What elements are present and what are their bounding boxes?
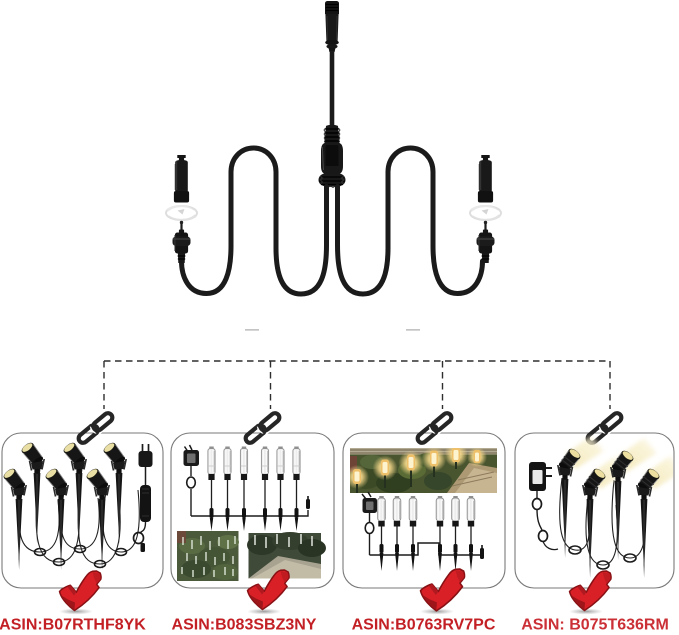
svg-text:ASIN:B083SBZ3NY: ASIN:B083SBZ3NY [172, 617, 317, 634]
svg-text:ASIN:B0763RV7PC: ASIN:B0763RV7PC [352, 617, 496, 634]
svg-text:ASIN:B07RTHF8YK: ASIN:B07RTHF8YK [0, 617, 146, 634]
svg-text:ASIN: B075T636RM: ASIN: B075T636RM [521, 617, 669, 634]
